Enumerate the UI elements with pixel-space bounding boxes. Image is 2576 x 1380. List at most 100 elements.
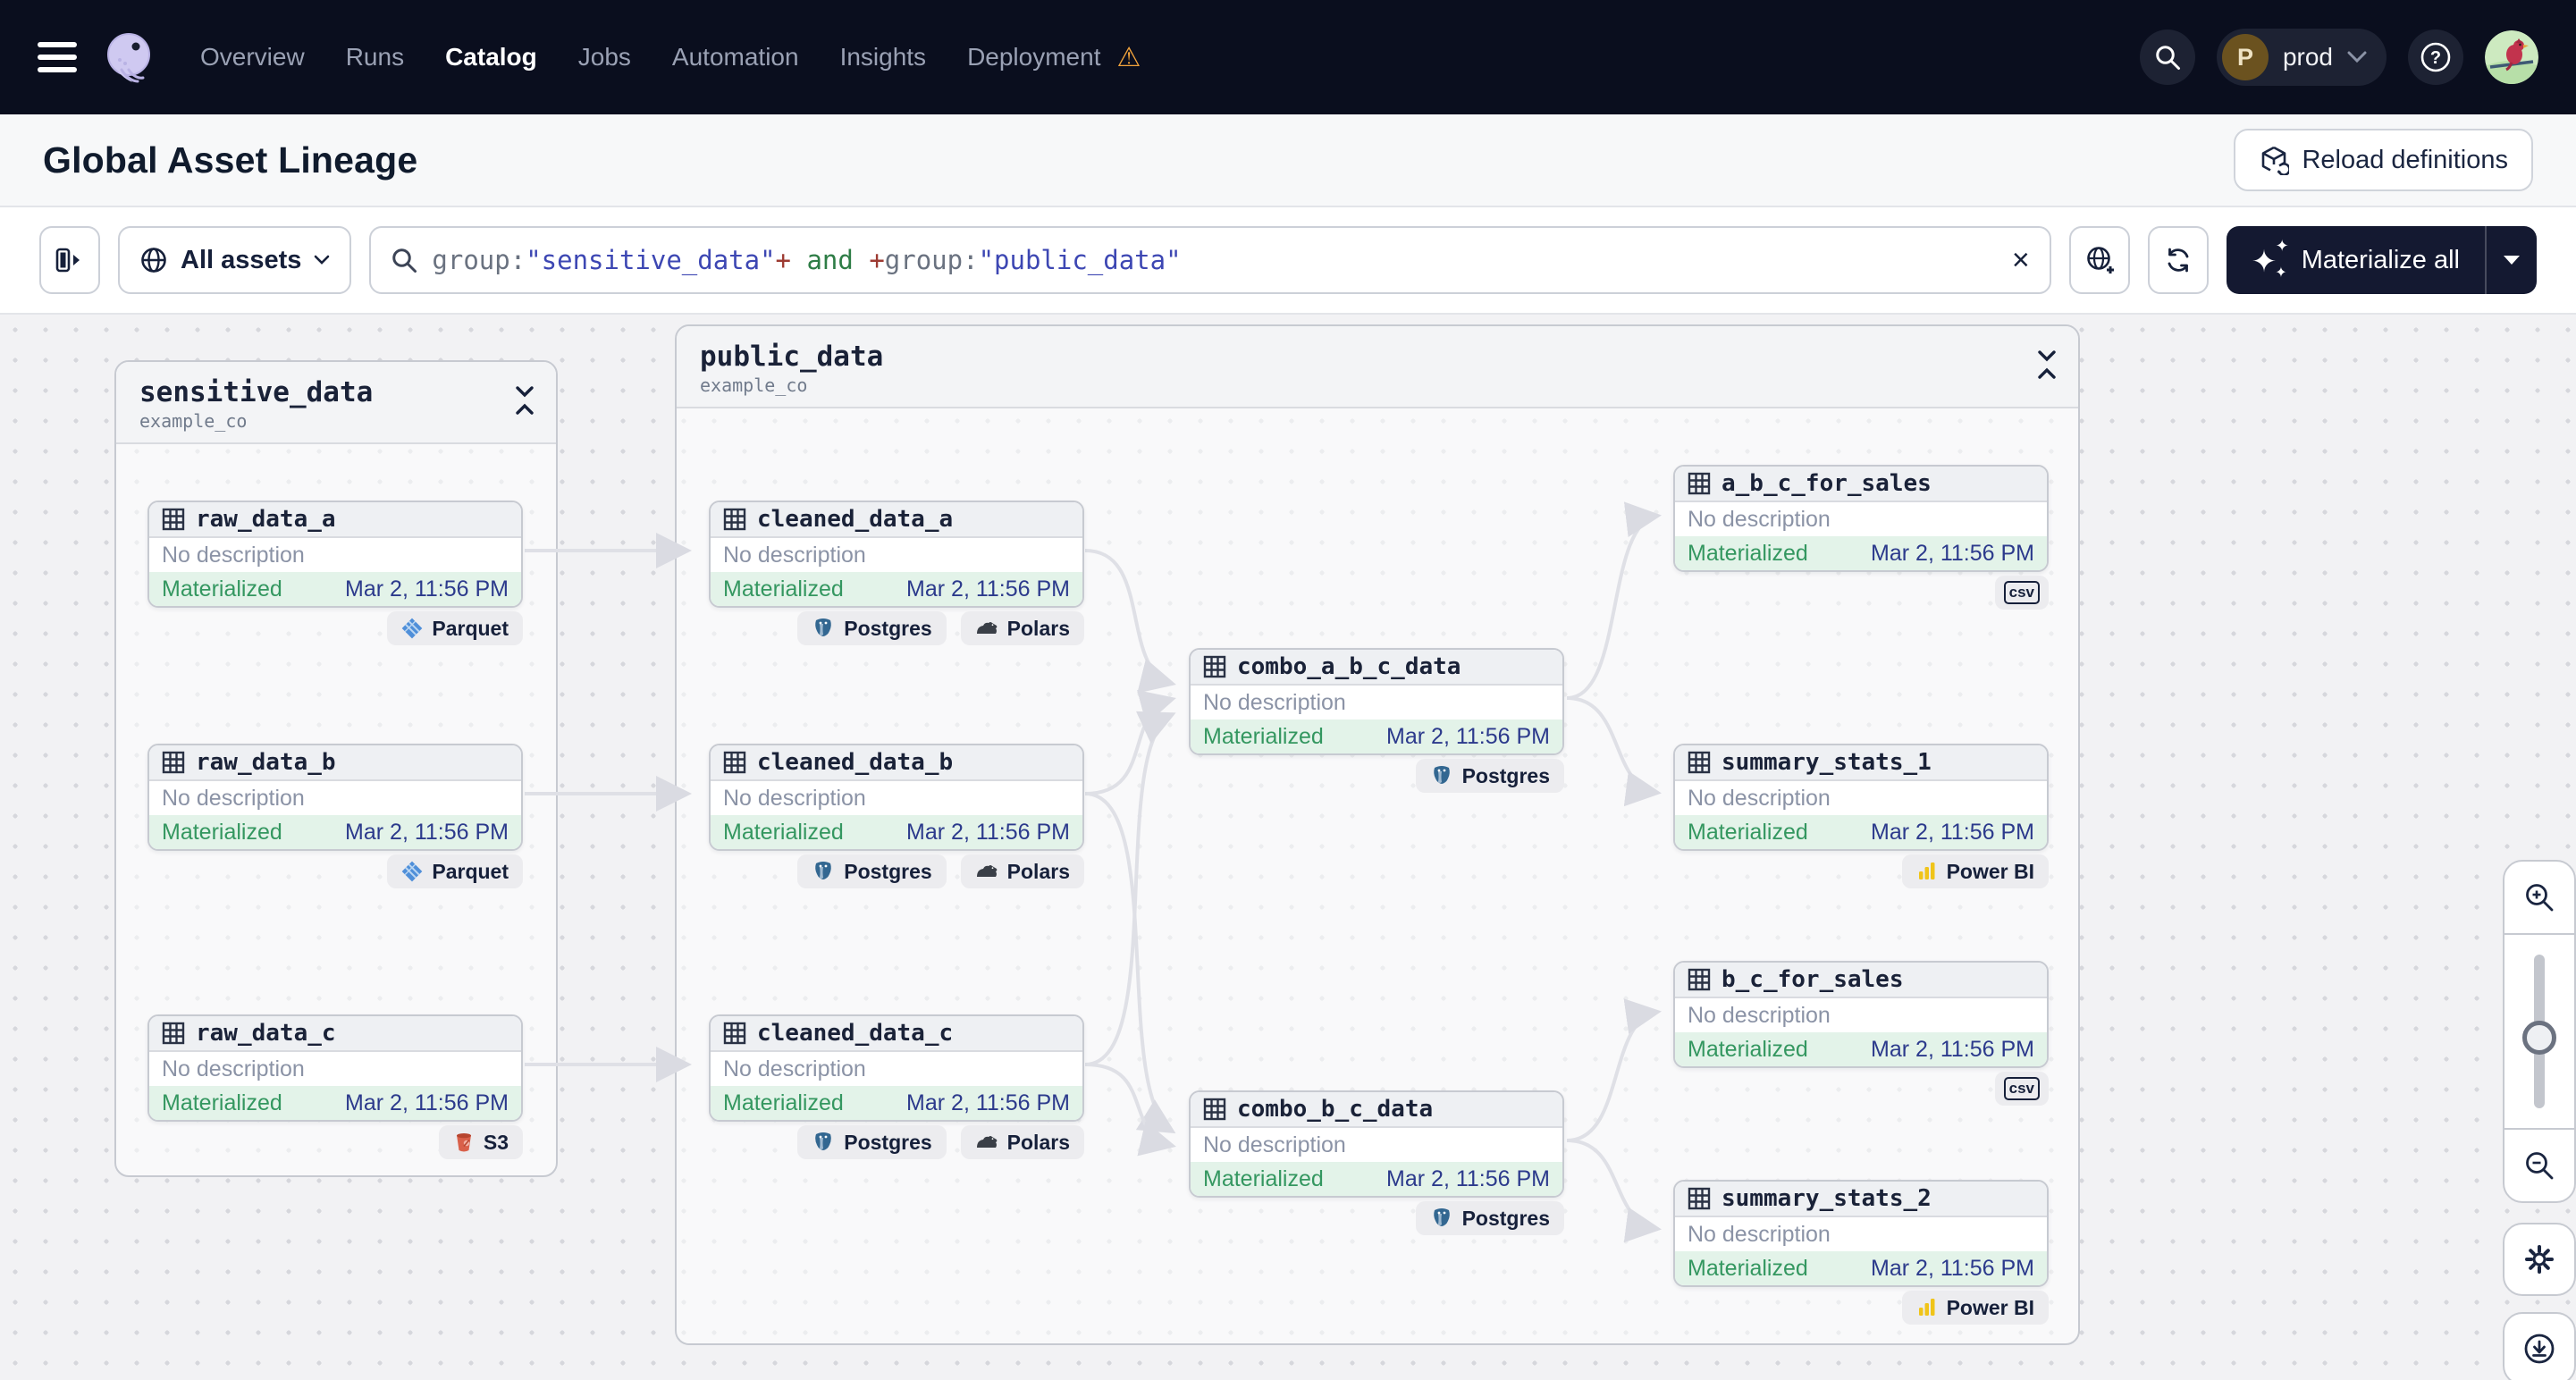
asset-node-cleaned-data-b[interactable]: cleaned_data_b No description Materializ…: [709, 744, 1084, 851]
asset-name: a_b_c_for_sales: [1722, 470, 1932, 497]
materialize-options-caret[interactable]: [2487, 226, 2537, 294]
group-public-data-header[interactable]: public_data example_co: [677, 326, 2078, 408]
asset-node-cleaned-data-a[interactable]: cleaned_data_a No description Materializ…: [709, 501, 1084, 608]
table-icon: [1688, 472, 1711, 495]
table-icon: [1203, 1098, 1226, 1121]
open-asset-panel-button[interactable]: [39, 226, 100, 294]
global-search-button[interactable]: [2139, 29, 2195, 85]
asset-node-summary-stats-1[interactable]: summary_stats_1 No description Materiali…: [1673, 744, 2049, 851]
asset-name: cleaned_data_a: [757, 506, 954, 533]
user-avatar[interactable]: [2485, 30, 2538, 84]
warning-triangle-icon[interactable]: ⚠: [1116, 42, 1141, 72]
asset-name: combo_b_c_data: [1237, 1096, 1434, 1123]
asset-filter-input[interactable]: group:"sensitive_data"+ and +group:"publ…: [369, 226, 2051, 294]
kind-badge-postgres[interactable]: Postgres: [1415, 1201, 1564, 1235]
polars-icon: [976, 622, 998, 634]
asset-scope-dropdown[interactable]: All assets: [118, 226, 352, 294]
asset-description: No description: [1191, 1128, 1562, 1162]
kind-badge-polars[interactable]: Polars: [960, 1125, 1084, 1159]
zoom-slider[interactable]: [2504, 933, 2574, 1130]
asset-description: No description: [1675, 502, 2047, 536]
lineage-toolbar: All assets group:"sensitive_data"+ and +…: [0, 207, 2576, 315]
zoom-out-button[interactable]: [2504, 1130, 2574, 1201]
zoom-controls: [2503, 860, 2576, 1203]
kind-badge-parquet[interactable]: Parquet: [387, 854, 523, 888]
asset-name: b_c_for_sales: [1722, 966, 1904, 993]
kind-badge-label: Postgres: [844, 1130, 932, 1154]
nav-item-jobs[interactable]: Jobs: [577, 43, 631, 71]
group-sensitive-data-header[interactable]: sensitive_data example_co: [116, 362, 556, 444]
nav-item-insights[interactable]: Insights: [839, 43, 927, 71]
dagster-logo-icon[interactable]: [102, 30, 156, 84]
kind-badge-label: Parquet: [432, 859, 509, 883]
kind-badge-csv[interactable]: csv: [1994, 576, 2049, 610]
asset-node-combo-a-b-c-data[interactable]: combo_a_b_c_data No description Material…: [1189, 648, 1564, 755]
kind-badge-label: Polars: [1006, 1130, 1070, 1154]
asset-description: No description: [149, 1052, 521, 1086]
nav-item-automation[interactable]: Automation: [671, 43, 799, 71]
zoom-slider-thumb[interactable]: [2522, 1021, 2556, 1055]
page-title: Global Asset Lineage: [43, 139, 418, 181]
kind-badge-s3[interactable]: S3: [438, 1125, 523, 1159]
graph-settings-button[interactable]: [2503, 1223, 2576, 1296]
table-icon: [1688, 1187, 1711, 1210]
kind-badge-powerbi[interactable]: Power BI: [1901, 854, 2049, 888]
lineage-canvas[interactable]: sensitive_data example_co public_data ex…: [0, 315, 2576, 1380]
deployment-initial: P: [2221, 34, 2269, 80]
panel-expand-icon: [55, 248, 80, 273]
asset-node-b-c-for-sales[interactable]: b_c_for_sales No description Materialize…: [1673, 961, 2049, 1068]
kind-badge-postgres[interactable]: Postgres: [797, 1125, 947, 1159]
kind-badge-powerbi[interactable]: Power BI: [1901, 1291, 2049, 1325]
table-icon: [162, 508, 185, 531]
view-options-button[interactable]: [2068, 226, 2130, 294]
kind-badge-postgres[interactable]: Postgres: [1415, 759, 1564, 793]
menu-icon[interactable]: [38, 42, 77, 72]
asset-node-combo-b-c-data[interactable]: combo_b_c_data No description Materializ…: [1189, 1090, 1564, 1198]
kind-badge-postgres[interactable]: Postgres: [797, 854, 947, 888]
status-badge: Materialized: [1203, 1165, 1324, 1191]
asset-name: raw_data_c: [196, 1020, 336, 1047]
help-button[interactable]: ?: [2408, 29, 2463, 85]
powerbi-icon: [1918, 862, 1935, 879]
postgres-icon: [815, 862, 832, 879]
materialization-timestamp: Mar 2, 11:56 PM: [1871, 1036, 2034, 1062]
nav-item-catalog[interactable]: Catalog: [445, 43, 537, 71]
asset-node-summary-stats-2[interactable]: summary_stats_2 No description Materiali…: [1673, 1180, 2049, 1287]
postgres-icon: [815, 618, 832, 636]
kind-badge-parquet[interactable]: Parquet: [387, 611, 523, 645]
nav-item-runs[interactable]: Runs: [345, 43, 405, 71]
materialize-all-label: Materialize all: [2301, 245, 2460, 274]
zoom-in-button[interactable]: [2504, 862, 2574, 933]
asset-node-a-b-c-for-sales[interactable]: a_b_c_for_sales No description Materiali…: [1673, 465, 2049, 572]
status-badge: Materialized: [162, 1090, 282, 1115]
clear-filter-button[interactable]: ×: [2011, 243, 2030, 277]
collapse-group-icon[interactable]: [2035, 349, 2058, 380]
kind-badge-polars[interactable]: Polars: [960, 611, 1084, 645]
download-graph-button[interactable]: [2503, 1312, 2576, 1380]
nav-item-deployment[interactable]: Deployment: [967, 43, 1101, 71]
csv-icon: csv: [2003, 1077, 2040, 1100]
group-repo-label: example_co: [139, 410, 248, 432]
table-icon: [723, 508, 746, 531]
kind-badge-postgres[interactable]: Postgres: [797, 611, 947, 645]
asset-description: No description: [711, 1052, 1082, 1086]
reload-definitions-button[interactable]: Reload definitions: [2234, 129, 2533, 191]
refresh-button[interactable]: [2147, 226, 2209, 294]
collapse-group-icon[interactable]: [513, 385, 536, 416]
deployment-switcher[interactable]: P prod: [2216, 29, 2387, 86]
asset-description: No description: [1191, 686, 1562, 719]
caret-down-icon: [2504, 255, 2520, 265]
kind-badge-polars[interactable]: Polars: [960, 854, 1084, 888]
question-icon: ?: [2420, 42, 2451, 72]
materialize-all-button[interactable]: ✦✦✦ Materialize all: [2226, 226, 2537, 294]
asset-node-cleaned-data-c[interactable]: cleaned_data_c No description Materializ…: [709, 1014, 1084, 1122]
materialization-timestamp: Mar 2, 11:56 PM: [345, 576, 509, 602]
kind-badge-csv[interactable]: csv: [1994, 1072, 2049, 1106]
nav-item-overview[interactable]: Overview: [200, 43, 305, 71]
